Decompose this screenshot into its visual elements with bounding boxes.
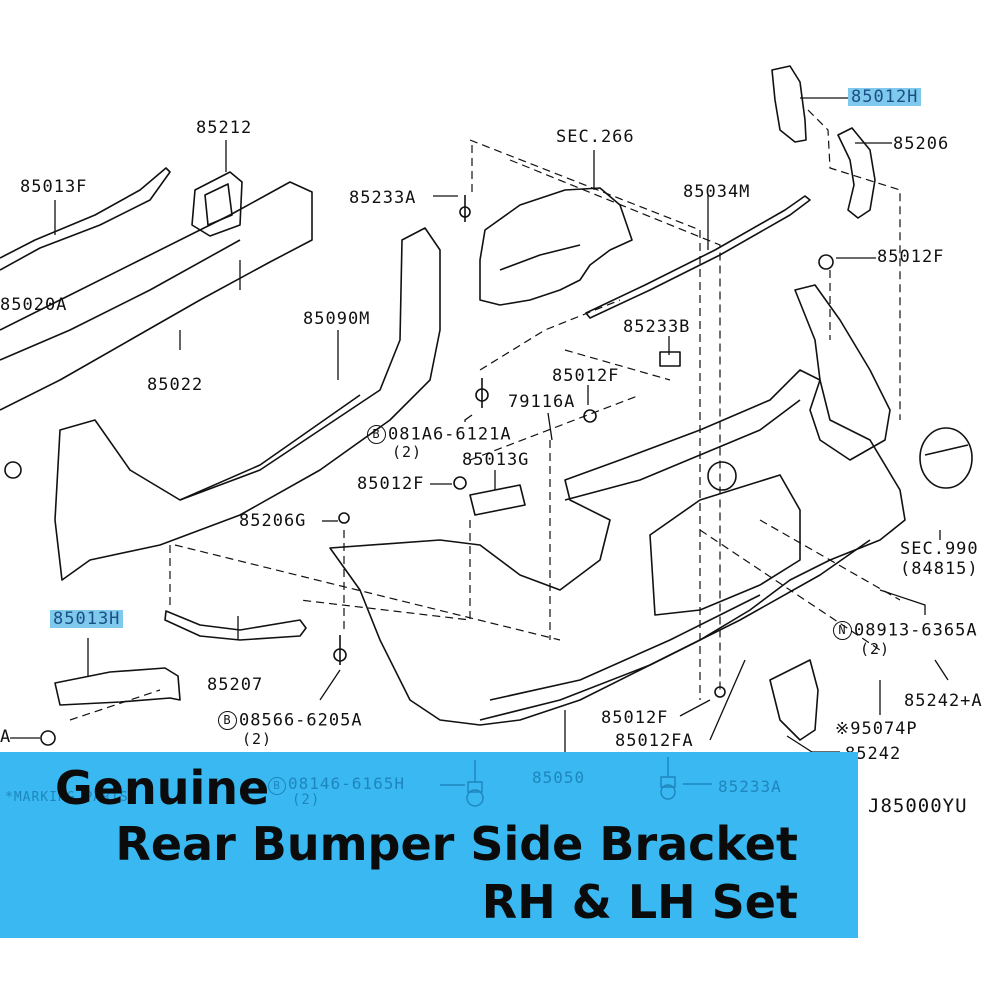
label-85012f-left: 85012F: [357, 474, 425, 494]
banner-line-set-type: RH & LH Set: [481, 875, 798, 929]
label-85233a-top: 85233A: [349, 188, 417, 208]
label-85233b: 85233B: [623, 317, 691, 337]
banner-line-genuine: Genuine: [55, 761, 270, 815]
ghost-bolt-b-circle-icon: B: [268, 777, 286, 795]
label-08566-qty: (2): [242, 730, 273, 748]
part-85090m-fascia: [54, 227, 441, 581]
label-left-edge-a: A: [0, 727, 12, 747]
ghost-label-85050: 85050: [532, 768, 586, 787]
label-85242-a: 85242+A: [904, 691, 983, 711]
label-08913-qty: (2): [860, 640, 891, 658]
part-85012h-bracket: [771, 65, 807, 143]
part-85242-bracket: [769, 659, 819, 741]
label-85012fa: 85012FA: [615, 731, 694, 751]
label-95074p: ※95074P: [835, 719, 918, 739]
nut-08913-number: 08913-6365A: [854, 620, 978, 641]
nut-n-circle-icon: N: [833, 621, 852, 640]
bolt-b-circle-icon: B: [367, 425, 386, 444]
ghost-fastener-drawings: [440, 757, 712, 807]
bolt-081a6-number: 081A6-6121A: [388, 424, 512, 445]
ghost-marking-parts-note: *MARKING PARTS: [5, 790, 129, 805]
part-85206-bracket: [837, 127, 876, 219]
part-right-fascia-side: [794, 284, 891, 461]
label-85012f-top: 85012F: [877, 247, 945, 267]
label-85013g: 85013G: [462, 450, 530, 470]
label-85012h-highlighted: 85012H: [848, 88, 922, 106]
label-sec-266: SEC.266: [556, 127, 635, 147]
bolt-b-circle-icon: B: [218, 711, 237, 730]
label-85013h-highlighted: 85013H: [50, 610, 124, 628]
label-85242: 85242: [845, 744, 902, 764]
label-85034m: 85034M: [683, 182, 751, 202]
label-85207: 85207: [207, 675, 264, 695]
label-85012f-mid: 85012F: [552, 366, 620, 386]
part-85034m-strip: [585, 195, 811, 319]
label-84815: (84815): [900, 559, 979, 579]
label-081a6-qty: (2): [392, 443, 423, 461]
label-85020a: 85020A: [0, 295, 68, 315]
label-85012f-bottom: 85012F: [601, 708, 669, 728]
label-85022: 85022: [147, 375, 204, 395]
ghost-08146-qty: (2): [292, 792, 321, 808]
part-sec990-emblem: [919, 427, 973, 489]
ghost-label-85233a-bottom: 85233A: [718, 777, 782, 796]
part-85013g-block: [469, 484, 526, 516]
label-85013f: 85013F: [20, 177, 88, 197]
label-sec-990: SEC.990: [900, 539, 979, 559]
license-plate-recess: [649, 474, 801, 616]
banner-line-product-name: Rear Bumper Side Bracket: [115, 817, 798, 871]
part-85013f-strip: [0, 167, 171, 271]
ghost-bolt-08146-number: 08146-6165H: [288, 774, 405, 793]
label-85090m: 85090M: [303, 309, 371, 329]
part-85013h-bracket: [54, 667, 181, 706]
label-85206g: 85206G: [239, 511, 307, 531]
part-85212-bracket: [191, 171, 243, 237]
part-85050-bumper: [329, 369, 906, 726]
label-85212: 85212: [196, 118, 253, 138]
part-sec266-bracket: [479, 187, 633, 306]
label-85206: 85206: [893, 134, 950, 154]
part-85022-beam: [0, 181, 313, 411]
diagram-reference-code: J85000YU: [868, 795, 968, 817]
part-85207-bracket: [164, 610, 307, 641]
bolt-08566-number: 08566-6205A: [239, 710, 363, 731]
label-79116a: 79116A: [508, 392, 576, 412]
